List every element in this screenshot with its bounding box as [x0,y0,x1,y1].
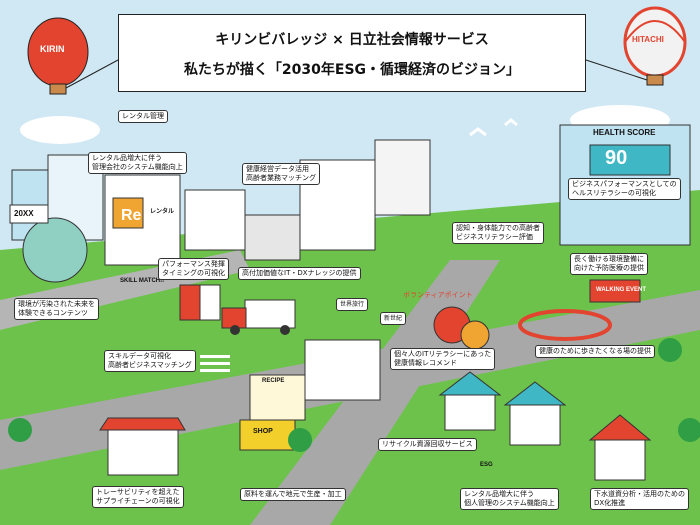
office-building [184,189,246,251]
walking-event-text: WALKING EVENT [596,287,647,293]
rental-logo [112,197,144,229]
cloud [20,116,100,144]
label-personal-rental: レンタル品増大に伴う 個人管理のシステム機能向上 [460,488,559,510]
truck-cab [221,307,247,329]
recipe-store [249,374,306,421]
label-business-perf: ビジネスパフォーマンスとしての ヘルスリテラシーの可視化 [568,178,681,200]
walking-event-sign [589,279,641,303]
label-health-data: 健康経営データ活用 高齢者業務マッチング [242,163,320,185]
label-future-content: 環境が汚染された未来を 体験できるコンテンツ [14,298,99,320]
kirin-balloon-label: KIRIN [40,44,65,54]
tree [658,338,682,362]
label-cognitive: 認知・身体能力での高齢者 ビジネスリテラシー評価 [452,222,544,244]
delivery-truck [244,299,296,329]
health-score-board [589,144,671,176]
polluted-globe [22,217,88,283]
title-banner: キリンビバレッジ × 日立社会情報サービス 私たちが描く「2030年ESG・循環… [118,14,586,92]
label-rental-mgmt: レンタル管理 [118,110,168,123]
banner-rope [585,59,648,81]
tree [678,418,700,442]
label-recycle: リサイクル資源回収サービス [378,438,477,451]
banner-rope [65,59,119,89]
shop-stall [239,419,296,451]
banner-title-line2: 私たちが描く「2030年ESG・循環経済のビジョン」 [183,62,521,78]
health-score-value: 90 [605,147,628,169]
house [444,394,496,431]
bird [504,118,518,127]
house [509,404,561,446]
label-skill-data: スキルデータ可視化 高齢者ビジネスマッチング [104,350,196,372]
warehouse [244,214,301,261]
label-raw-material: 原料を運んで地元で生産・加工 [240,488,346,501]
house [594,439,646,481]
label-perf-timing: パフォーマンス発揮 タイミングの可視化 [158,258,229,280]
label-traceability: トレーサビリティを超えた サプライチェーンの可視化 [92,486,184,508]
bird [469,127,487,137]
label-prevention: 長く働ける環境整備に 向けた予防医療の提供 [570,253,648,275]
year-sign-text: 20XX [14,209,34,218]
health-score-title: HEALTH SCORE [593,128,656,137]
apartment-building [304,339,381,401]
rental-shop-text: レンタル [150,209,175,215]
tree [8,418,32,442]
running-track [518,309,612,341]
house-roof [588,414,652,441]
house-roof [503,381,567,406]
label-shinsei: 新世紀 [380,312,407,325]
stand-awning [99,417,186,431]
ball-sculpture [460,320,490,350]
banner-title-line1: キリンビバレッジ × 日立社会情報サービス [215,32,489,48]
shop-text: SHOP [253,428,273,435]
hitachi-balloon-label: HITACHI [632,35,664,44]
recipe-text: RECIPE [262,378,285,384]
label-it-literacy: 個々人のITリテラシーにあった 健康情報レコメンド [390,348,496,370]
year-sign-board [9,204,49,224]
tree [288,428,312,452]
vending-machine [199,284,221,321]
label-volunteer: ボランティアポイント [403,291,473,299]
balloon-basket [646,74,664,86]
skill-match-text: SKILL MATCH!! [120,278,165,284]
label-world-trip: 世界旅行 [336,298,369,311]
market-stand [107,429,179,476]
label-rental-system: レンタル品増大に伴う 管理会社のシステム機能向上 [88,152,187,174]
svg-text:Re: Re [121,207,142,224]
crosswalk [200,355,230,372]
label-sewage: 下水道資分析・活用のための DX化推進 [590,488,689,510]
house-roof [438,371,502,396]
label-walk-env: 健康のために歩きたくなる場の提供 [535,345,655,358]
vending-machine [179,284,201,321]
label-it-dx: 高付加価値なIT・DXナレッジの提供 [238,267,361,280]
tower-building [374,139,431,216]
balloon-basket [49,83,67,95]
esg-text: ESG [480,462,493,468]
